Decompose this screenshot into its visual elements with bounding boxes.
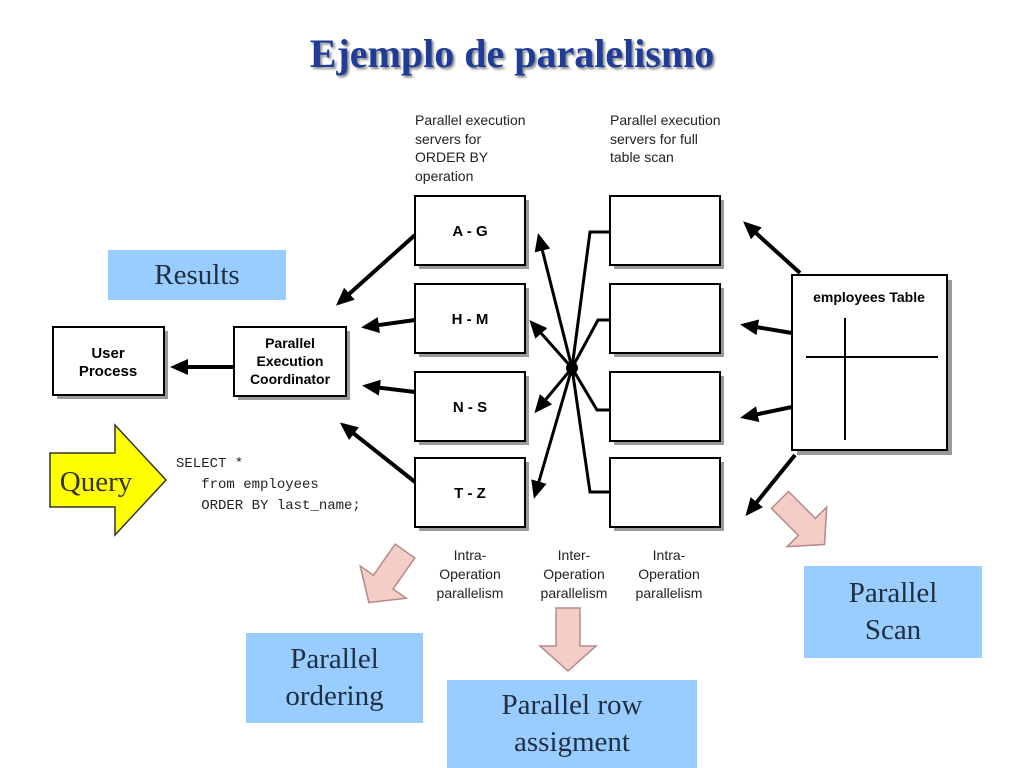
svg-text:Process: Process xyxy=(79,363,137,380)
intra-left-line-2: Operation xyxy=(439,566,500,582)
svg-text:from employees: from employees xyxy=(176,477,319,493)
svg-text:N - S: N - S xyxy=(453,399,487,416)
row-assignment-arrows xyxy=(529,233,574,499)
order-server-t-z: T - Z xyxy=(414,457,529,531)
order-by-header-line-3: ORDER BY xyxy=(415,149,489,165)
parallel-execution-coordinator: Parallel Execution Coordinator xyxy=(233,326,350,400)
sql-query: SELECT * from employees ORDER BY last_na… xyxy=(176,456,361,514)
intra-right-line-3: parallelism xyxy=(636,585,703,601)
intra-left-line-3: parallelism xyxy=(437,585,504,601)
scan-arrows xyxy=(740,221,802,517)
svg-text:SELECT *: SELECT * xyxy=(176,456,243,472)
scan-header-line-1: Parallel execution xyxy=(610,112,721,128)
svg-text:ORDER BY last_name;: ORDER BY last_name; xyxy=(176,498,361,514)
intra-right-line-2: Operation xyxy=(638,566,699,582)
page-title: Ejemplo de paralelismo xyxy=(309,31,715,76)
scan-server-3 xyxy=(609,371,724,445)
query-label: Query xyxy=(60,466,133,498)
scan-server-1 xyxy=(609,195,724,269)
user-process-box: User Process xyxy=(52,326,168,399)
pink-arrow-row-assignment xyxy=(538,607,598,673)
employees-table: employees Table xyxy=(791,274,952,455)
intra-right-line-1: Intra- xyxy=(653,547,686,563)
svg-text:Execution: Execution xyxy=(257,353,324,369)
inter-line-1: Inter- xyxy=(558,547,591,563)
order-by-header-line-4: operation xyxy=(415,168,473,184)
scan-header-line-2: servers for full xyxy=(610,131,698,147)
order-by-header-line-1: Parallel execution xyxy=(415,112,526,128)
scan-connectors xyxy=(570,230,610,494)
order-server-a-g: A - G xyxy=(414,195,529,269)
row-assignment-hub xyxy=(566,362,578,374)
svg-text:employees Table: employees Table xyxy=(813,289,925,305)
query-arrow xyxy=(49,423,168,537)
parallel-ordering-callout: Parallel ordering xyxy=(246,633,423,723)
scan-header-line-3: table scan xyxy=(610,149,674,165)
order-by-header-line-2: servers for xyxy=(415,131,481,147)
svg-text:H - M: H - M xyxy=(452,311,489,328)
intra-left-line-1: Intra- xyxy=(454,547,487,563)
svg-text:User: User xyxy=(91,345,125,362)
order-server-n-s: N - S xyxy=(414,371,529,445)
arrows-to-coordinator xyxy=(336,233,417,484)
inter-line-2: Operation xyxy=(543,566,604,582)
svg-text:A - G: A - G xyxy=(452,223,487,240)
svg-text:Parallel: Parallel xyxy=(265,335,315,351)
results-callout: Results xyxy=(108,250,286,300)
parallel-row-assignment-callout: Parallel row assigment xyxy=(447,680,697,768)
svg-text:T - Z: T - Z xyxy=(454,485,486,502)
scan-server-2 xyxy=(609,283,724,357)
parallel-scan-callout: Parallel Scan xyxy=(804,566,982,658)
order-server-h-m: H - M xyxy=(414,283,529,357)
inter-line-3: parallelism xyxy=(541,585,608,601)
svg-text:Coordinator: Coordinator xyxy=(250,371,331,387)
pink-arrow-scan xyxy=(770,490,828,548)
pink-arrow-ordering xyxy=(359,543,416,604)
scan-server-4 xyxy=(609,457,724,531)
